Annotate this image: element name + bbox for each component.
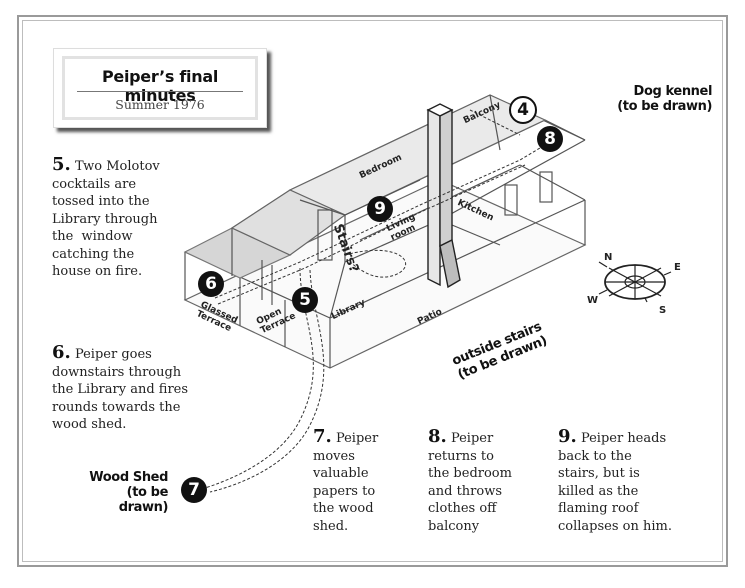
note-5-text-2: tossed into the bbox=[52, 194, 150, 209]
note-6-number: 6. bbox=[52, 342, 71, 363]
note-9-text-3: killed as the bbox=[558, 483, 639, 499]
dog-kennel-line2: (to be drawn) bbox=[617, 99, 712, 114]
compass-north: N bbox=[604, 252, 613, 263]
note-5-text-6: house on fire. bbox=[52, 264, 143, 279]
marker-4: 4 bbox=[509, 96, 537, 124]
note-7-text-2: valuable bbox=[313, 466, 369, 481]
note-7-text-3: papers to bbox=[313, 483, 376, 499]
marker-6: 6 bbox=[198, 271, 224, 297]
note-7-text-1: moves bbox=[313, 448, 355, 464]
wood-shed-label: Wood Shed (to be drawn) bbox=[80, 470, 168, 515]
note-7-text-0: Peiper bbox=[335, 431, 379, 446]
title-box: Peiper’s final minutes Summer 1976 bbox=[53, 48, 267, 128]
note-8-text-0: Peiper bbox=[450, 431, 494, 446]
note-9-line-0: 9. Peiper heads bbox=[558, 428, 708, 448]
note-9-text-1: back to the bbox=[558, 448, 632, 464]
note-8-text-4: clothes off bbox=[428, 501, 497, 516]
note-5-line-0: 5. Two Molotov bbox=[52, 156, 202, 176]
note-7-line-0: 7. Peiper bbox=[313, 428, 403, 448]
dog-kennel-label: Dog kennel (to be drawn) bbox=[612, 84, 712, 114]
note-8-text-3: and throws bbox=[428, 483, 503, 499]
note-8-number: 8. bbox=[428, 426, 447, 447]
note-6-text-1: downstairs through bbox=[52, 364, 182, 380]
note-9-number: 9. bbox=[558, 426, 577, 447]
note-5-text-3: Library through bbox=[52, 211, 158, 227]
marker-9: 9 bbox=[367, 196, 393, 222]
note-8-text-1: returns to bbox=[428, 448, 494, 464]
note-9-text-2: stairs, but is bbox=[558, 466, 640, 481]
note-9-text-4: flaming roof bbox=[558, 501, 639, 516]
note-7-text-5: shed. bbox=[313, 518, 349, 534]
compass-rose bbox=[598, 261, 672, 303]
note-9-text-0: Peiper heads bbox=[580, 431, 667, 446]
inner-frame bbox=[22, 20, 723, 562]
note-9: 9. Peiper heads back to the stairs, but … bbox=[558, 428, 708, 535]
wood-shed-line2: (to be drawn) bbox=[118, 485, 169, 515]
note-7-number: 7. bbox=[313, 426, 332, 447]
title-inner-border: Peiper’s final minutes Summer 1976 bbox=[62, 56, 258, 120]
note-6-text-4: wood shed. bbox=[52, 417, 127, 432]
note-5-number: 5. bbox=[52, 154, 71, 175]
note-8-text-5: balcony bbox=[428, 518, 480, 534]
outer-frame bbox=[17, 15, 728, 567]
compass-east: E bbox=[674, 262, 681, 273]
dog-kennel-line1: Dog kennel bbox=[633, 84, 713, 99]
note-6-line-0: 6. Peiper goes bbox=[52, 344, 222, 364]
chimney bbox=[426, 103, 461, 289]
note-6-text-2: the Library and fires bbox=[52, 382, 189, 397]
note-5-text-1: cocktails are bbox=[52, 176, 137, 192]
note-7-text-4: the wood bbox=[313, 501, 374, 516]
wood-shed-line1: Wood Shed bbox=[89, 470, 168, 485]
note-5-text-5: catching the bbox=[52, 246, 135, 262]
note-5-text-4: the window bbox=[52, 229, 133, 244]
title-divider bbox=[77, 91, 243, 92]
title: Peiper’s final minutes bbox=[101, 67, 219, 105]
subtitle: Summer 1976 bbox=[115, 97, 205, 112]
note-8: 8. Peiper returns to the bedroom and thr… bbox=[428, 428, 538, 535]
note-6-text-3: rounds towards the bbox=[52, 399, 181, 415]
note-8-text-2: the bedroom bbox=[428, 466, 512, 481]
marker-5: 5 bbox=[292, 287, 318, 313]
note-5: 5. Two Molotov cocktails are tossed into… bbox=[52, 156, 202, 281]
note-6-text-0: Peiper goes bbox=[74, 347, 152, 362]
note-5-text-0: Two Molotov bbox=[74, 159, 160, 174]
note-6: 6. Peiper goes downstairs through the Li… bbox=[52, 344, 222, 434]
note-8-line-0: 8. Peiper bbox=[428, 428, 538, 448]
marker-7: 7 bbox=[181, 477, 207, 503]
compass-west: W bbox=[587, 295, 599, 306]
compass-south: S bbox=[659, 305, 667, 316]
marker-8: 8 bbox=[537, 126, 563, 152]
note-9-text-5: collapses on him. bbox=[558, 518, 672, 534]
note-7: 7. Peiper moves valuable papers to the w… bbox=[313, 428, 403, 535]
